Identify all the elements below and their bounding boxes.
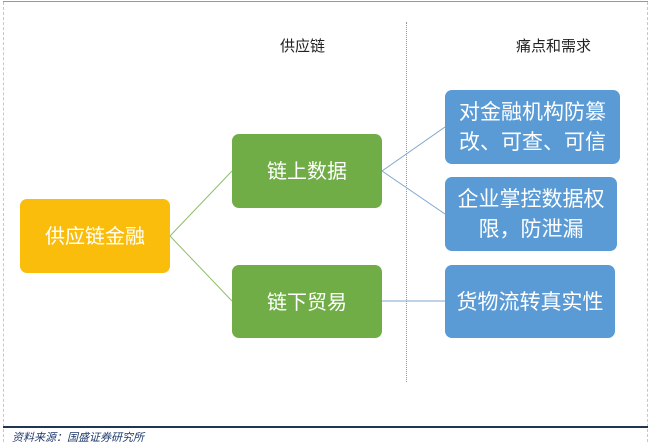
top-rule: [3, 1, 648, 2]
connector-root-onchain: [169, 170, 233, 237]
node-need-data-control: 企业掌控数据权限，防泄漏: [445, 177, 617, 251]
header-supply-chain: 供应链: [280, 37, 326, 55]
node-root: 供应链金融: [20, 199, 170, 273]
header-pain-points: 痛点和需求: [516, 37, 592, 55]
node-on-chain: 链上数据: [232, 134, 382, 208]
column-divider: [406, 22, 407, 382]
source-note: 资料来源：国盛证券研究所: [12, 431, 144, 444]
connector-root-offchain: [169, 235, 233, 302]
frame: [3, 2, 648, 442]
node-need-goods-authenticity: 货物流转真实性: [445, 265, 615, 338]
bottom-rule: [3, 426, 648, 428]
connector-onchain-need1: [381, 126, 446, 172]
node-need-tamperproof: 对金融机构防篡改、可查、可信: [445, 90, 620, 164]
node-off-chain: 链下贸易: [232, 265, 382, 338]
connector-onchain-need2: [381, 170, 446, 215]
